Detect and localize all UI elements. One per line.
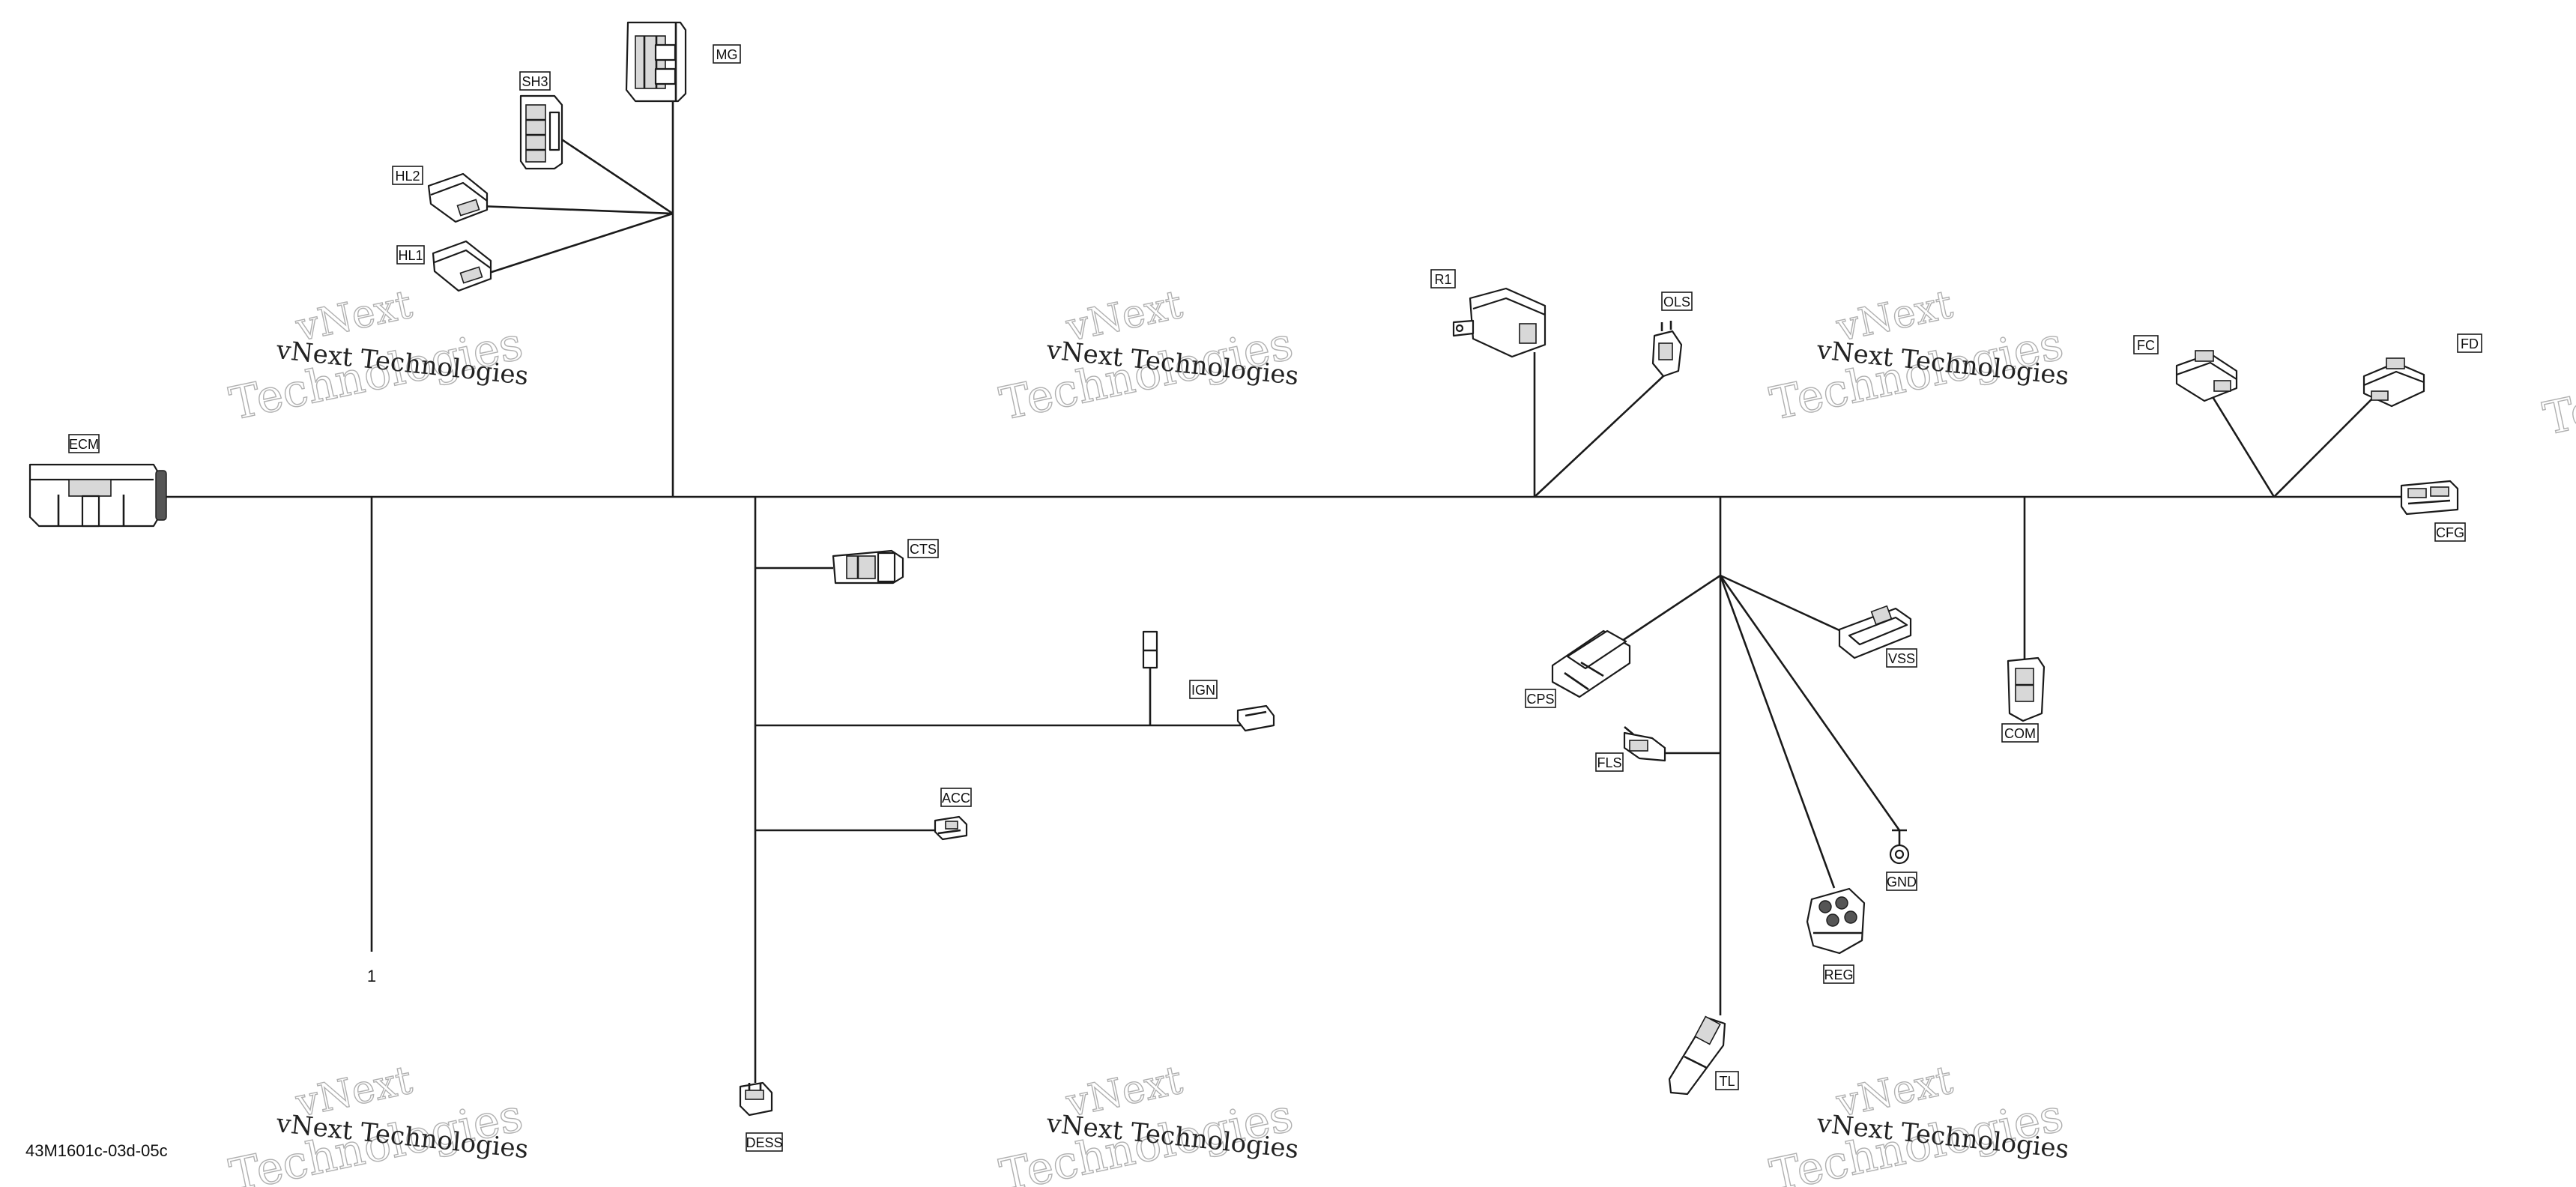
sh3-connector — [519, 94, 563, 170]
svg-text:SH3: SH3 — [521, 74, 548, 89]
reg-wire — [1719, 575, 1836, 889]
svg-text:Technologies: Technologies — [2539, 333, 2576, 446]
tag-gnd: GND — [1886, 872, 1917, 891]
cts-connector — [832, 549, 904, 585]
fd-connector — [2362, 357, 2425, 408]
hl1-wire — [486, 212, 674, 275]
acc-connector — [934, 815, 968, 841]
hl2-wire — [479, 205, 674, 215]
tag-sh3: SH3 — [519, 71, 551, 91]
hl2-connector — [427, 172, 489, 223]
svg-text:FLS: FLS — [1597, 755, 1621, 770]
svg-text:DESS: DESS — [746, 1135, 782, 1150]
tag-fls: FLS — [1595, 752, 1624, 772]
svg-text:MG: MG — [716, 47, 738, 62]
svg-text:FD: FD — [2461, 336, 2479, 351]
tag-reg: REG — [1823, 964, 1854, 984]
svg-text:CFG: CFG — [2436, 525, 2464, 540]
tag-com: COM — [2001, 723, 2039, 743]
reg-connector — [1806, 887, 1866, 955]
tag-mg: MG — [713, 44, 741, 64]
tag-acc: ACC — [940, 788, 972, 807]
gnd-terminal — [1889, 829, 1910, 865]
tag-cps: CPS — [1525, 689, 1556, 708]
tag-hl2: HL2 — [392, 166, 423, 185]
mg-connector — [625, 21, 687, 103]
svg-text:R1: R1 — [1434, 272, 1451, 287]
vss-wire — [1720, 574, 1851, 637]
svg-text:TL: TL — [1719, 1074, 1735, 1089]
cfg-connector — [2400, 480, 2459, 516]
fc-wire — [2210, 395, 2276, 498]
svg-text:ECM: ECM — [69, 437, 99, 452]
svg-text:IGN: IGN — [1191, 683, 1215, 698]
watermark-edge-right: Technologies — [2539, 332, 2576, 446]
svg-text:ACC: ACC — [942, 791, 970, 806]
cps-connector — [1551, 629, 1631, 698]
ols-wire — [1534, 374, 1666, 498]
svg-text:FC: FC — [2137, 338, 2155, 353]
ols-connector — [1651, 321, 1683, 378]
watermark-bottom-right: vNext Technologies vNext Technologies — [1765, 1057, 2070, 1187]
sh3-wire — [560, 137, 674, 215]
cps-wire — [1621, 574, 1721, 642]
watermark-bottom-left: vNext Technologies vNext Technologies — [225, 1057, 530, 1187]
part-code: 43M1601c-03d-05c — [25, 1141, 168, 1160]
watermark-top-left: vNext Technologies vNext Technologies — [225, 282, 530, 431]
branch-number-1: 1 — [367, 967, 376, 985]
svg-text:COM: COM — [2004, 726, 2036, 741]
r1-connector — [1452, 287, 1546, 358]
tag-ols: OLS — [1661, 292, 1693, 311]
svg-text:HL2: HL2 — [395, 169, 420, 184]
svg-text:REG: REG — [1824, 967, 1853, 982]
svg-text:GND: GND — [1887, 875, 1917, 890]
vss-connector — [1838, 605, 1912, 659]
tag-hl1: HL1 — [396, 245, 425, 265]
hl1-connector — [432, 240, 492, 292]
tl-connector — [1668, 1015, 1726, 1096]
fls-connector — [1623, 726, 1666, 762]
tag-vss: VSS — [1886, 648, 1917, 668]
tag-r1: R1 — [1430, 269, 1456, 289]
tag-fc: FC — [2133, 335, 2159, 354]
com-connector — [2007, 656, 2046, 722]
gnd-wire — [1719, 575, 1901, 831]
tag-cfg: CFG — [2434, 522, 2466, 542]
ign-connector — [1142, 630, 1275, 732]
tag-dess: DESS — [746, 1132, 783, 1152]
ecm-connector — [28, 463, 167, 528]
fc-connector — [2175, 350, 2238, 402]
watermark-top-center: vNext Technologies vNext Technologies — [995, 282, 1300, 431]
dess-connector — [739, 1081, 773, 1117]
tag-ecm: ECM — [68, 434, 100, 453]
harness-wires — [166, 90, 2409, 1083]
tag-cts: CTS — [907, 539, 939, 558]
watermark-top-right: vNext Technologies vNext Technologies — [1765, 282, 2070, 431]
svg-text:CTS: CTS — [910, 542, 937, 557]
svg-text:OLS: OLS — [1663, 295, 1690, 309]
watermark-bottom-center: vNext Technologies vNext Technologies — [995, 1057, 1300, 1187]
svg-text:VSS: VSS — [1888, 651, 1915, 666]
svg-text:HL1: HL1 — [398, 248, 423, 263]
tag-fd: FD — [2457, 333, 2482, 353]
tag-tl: TL — [1715, 1071, 1739, 1090]
tag-ign: IGN — [1189, 680, 1218, 699]
fd-wire — [2273, 395, 2376, 498]
svg-text:CPS: CPS — [1526, 692, 1554, 707]
